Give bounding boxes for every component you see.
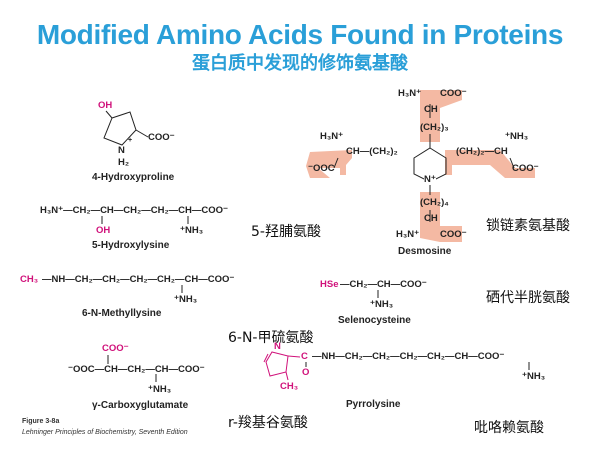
- amino-group: ⁺NH₃: [522, 371, 546, 382]
- methyllysine-cn-label: 6-N-甲硫氨酸: [228, 330, 314, 346]
- amino-group: ⁺NH₃: [174, 294, 198, 305]
- carbonyl-oxygen: O: [302, 367, 310, 378]
- hydroxyproline-ring: [103, 111, 137, 146]
- ring-nitrogen: N: [118, 145, 125, 156]
- page-title: Modified Amino Acids Found in Proteins: [36, 19, 564, 50]
- amino-group: ⁺NH₃: [505, 131, 529, 142]
- selenocysteine-chain: —CH₂—CH—COO⁻: [340, 279, 427, 290]
- methylene-chain: (CH₂)₂—CH: [456, 146, 508, 157]
- pyrrolysine-label: Pyrrolysine: [346, 399, 401, 410]
- figure-number: Figure 3-8a: [22, 418, 60, 425]
- carboxyglutamate-chain: ⁻OOC—CH—CH₂—CH—COO⁻: [68, 364, 205, 375]
- methylene-chain: (CH₂)₄: [420, 197, 449, 208]
- hydroxylysine-chain: H₃N⁺—CH₂—CH—CH₂—CH₂—CH—COO⁻: [40, 205, 229, 216]
- amino-group: ⁺NH₃: [370, 299, 394, 310]
- methylene-chain: CH—(CH₂)₂: [346, 146, 398, 157]
- carboxylate-group: COO⁻: [512, 163, 539, 174]
- methyllysine-label: 6-N-Methyllysine: [82, 308, 162, 319]
- ring-nitrogen: N: [274, 341, 281, 352]
- selenocysteine-label: Selenocysteine: [338, 315, 411, 326]
- amino-group: H₃N⁺: [320, 131, 344, 142]
- nitrogen-hydrogens: H₂: [118, 157, 130, 168]
- methyllysine-chain: —NH—CH₂—CH₂—CH₂—CH₂—CH—COO⁻: [42, 274, 235, 285]
- pyridinium-nitrogen: N⁺: [424, 174, 436, 185]
- hydroxyproline-label: 4-Hydroxyproline: [92, 172, 175, 183]
- carboxylate-group: COO⁻: [148, 132, 175, 143]
- desmosine-label: Desmosine: [398, 246, 452, 257]
- alpha-carbon: CH: [424, 104, 438, 115]
- methylene-chain: (CH₂)₃: [420, 122, 449, 133]
- desmosine-cn-label: 锁链素氨基酸: [486, 218, 570, 234]
- hydroxyl-group: OH: [96, 225, 111, 236]
- desmosine-highlight: [306, 90, 535, 242]
- carboxyglutamate-label: γ-Carboxyglutamate: [92, 400, 189, 411]
- hydroxyl-group: OH: [98, 100, 113, 111]
- selenol-group: HSe: [320, 279, 339, 290]
- pyrroline-ring: [263, 351, 301, 381]
- carboxyglutamate-cn-label: r-羧基谷氨酸: [228, 415, 308, 431]
- page-subtitle: 蛋白质中发现的修饰氨基酸: [192, 53, 408, 74]
- amino-group: H₃N⁺: [396, 229, 420, 240]
- carboxylate-group: COO⁻: [440, 229, 467, 240]
- gamma-carboxyl-group: COO⁻: [102, 343, 129, 354]
- alpha-carbon: CH: [424, 213, 438, 224]
- methyl-group: CH₃: [280, 381, 299, 392]
- hydroxylysine-cn-label: 5-羟脯氨酸: [251, 224, 321, 240]
- pyrrolysine-chain: —NH—CH₂—CH₂—CH₂—CH₂—CH—COO⁻: [312, 351, 505, 362]
- methyl-group: CH₃: [20, 274, 39, 285]
- charge-plus: +: [128, 137, 133, 144]
- selenocysteine-cn-label: 硒代半胱氨酸: [486, 290, 570, 306]
- amino-group: ⁺NH₃: [180, 225, 204, 236]
- carboxylate-group: COO⁻: [440, 88, 467, 99]
- carboxylate-group: ⁻OOC: [308, 163, 335, 174]
- carbonyl-carbon: C: [301, 351, 308, 362]
- figure-source: Lehninger Principles of Biochemistry, Se…: [22, 429, 188, 436]
- hydroxylysine-label: 5-Hydroxylysine: [92, 240, 170, 251]
- amino-group: H₃N⁺: [398, 88, 422, 99]
- pyrrolysine-cn-label: 吡咯赖氨酸: [474, 420, 544, 436]
- amino-group: ⁺NH₃: [148, 384, 172, 395]
